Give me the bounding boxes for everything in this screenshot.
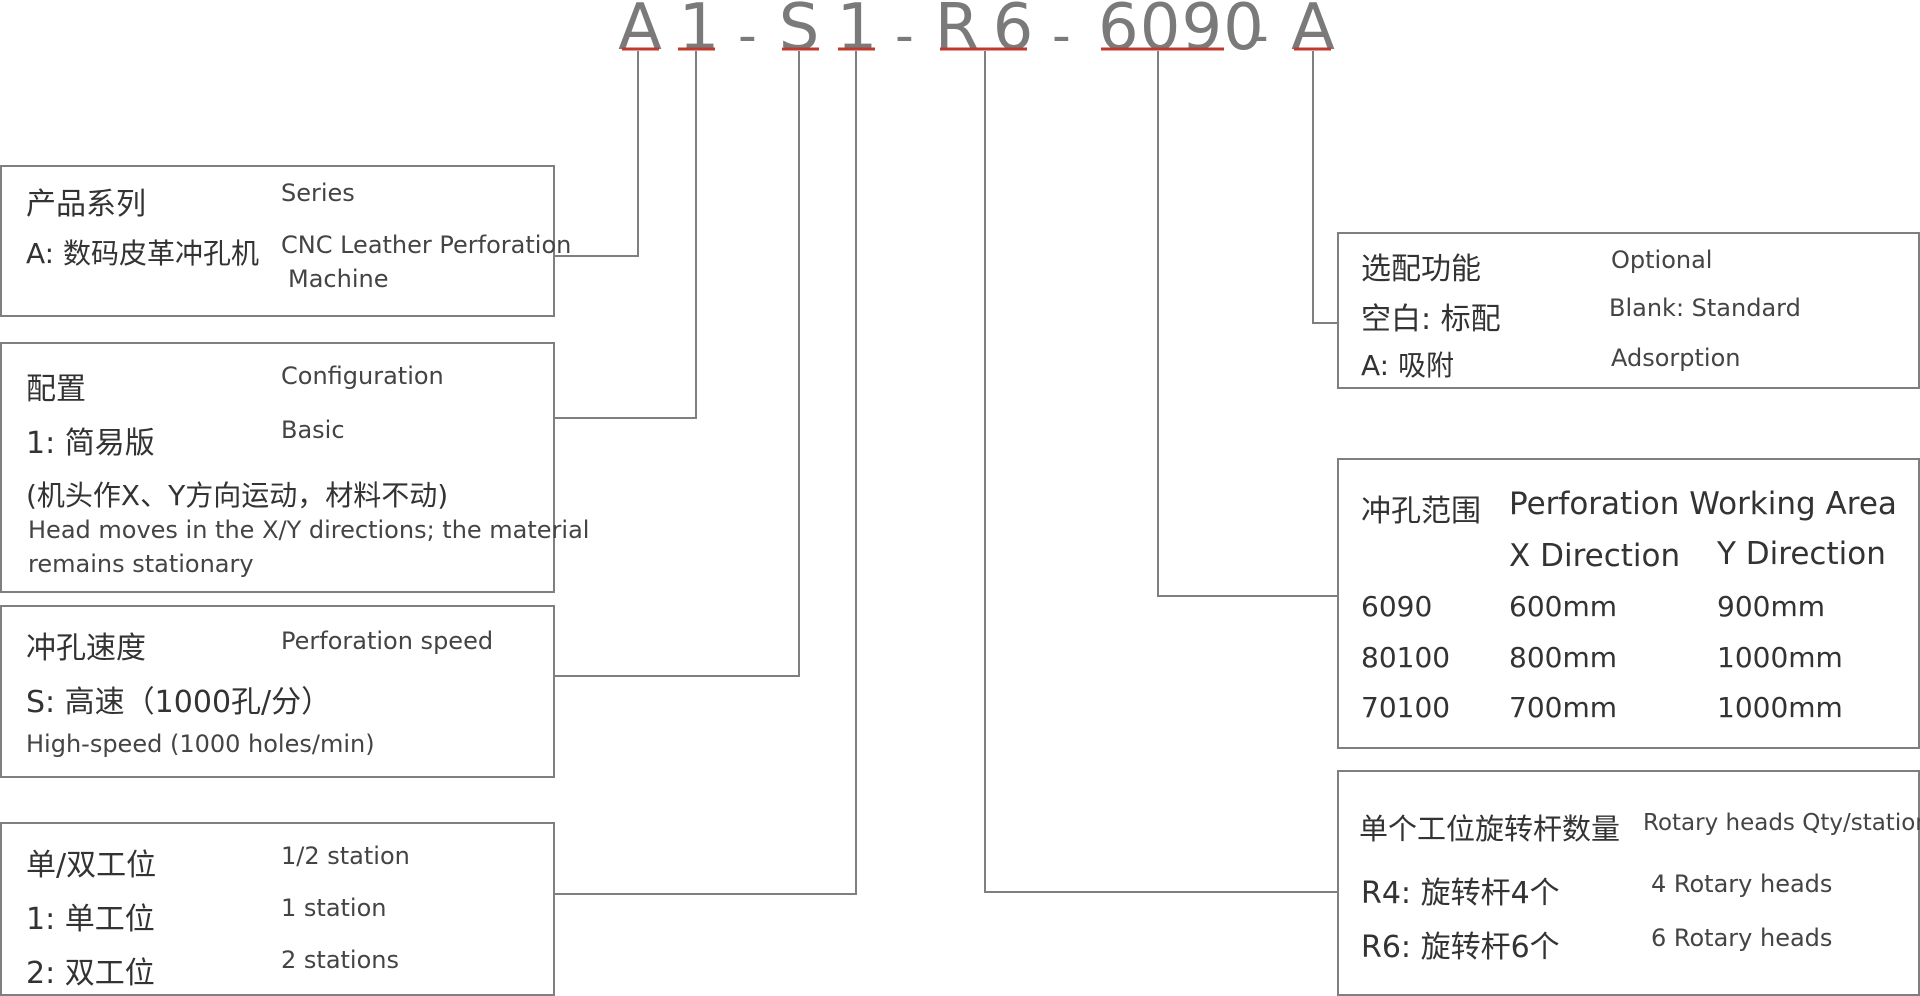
optional-box: 选配功能 Optional 空白: 标配 Blank: Standard A: … <box>1337 232 1920 389</box>
station-box: 单/双工位 1/2 station 1: 单工位 1 station 2: 双工… <box>0 822 555 996</box>
speed-title-zh: 冲孔速度 <box>26 631 146 666</box>
rotary-title-en: Rotary heads Qty/station <box>1643 810 1920 836</box>
code-segment-configuration: 1 <box>678 0 720 65</box>
configuration-title-zh: 配置 <box>26 372 86 407</box>
series-box: 产品系列 Series A: 数码皮革冲孔机 CNC Leather Perfo… <box>0 165 571 317</box>
configuration-item-en: Basic <box>281 416 345 444</box>
speed-title-en: Perforation speed <box>281 627 494 655</box>
code-segment-series: A <box>618 0 662 65</box>
area-row-model: 6090 <box>1361 590 1433 623</box>
rotary-item2-zh: R6: 旋转杆6个 <box>1361 930 1560 965</box>
area-title-en: Perforation Working Area <box>1509 486 1897 522</box>
code-separator: - <box>1052 6 1071 66</box>
connector-speed <box>554 51 800 677</box>
area-row-y: 1000mm <box>1717 691 1843 724</box>
area-row-model: 70100 <box>1361 691 1451 724</box>
configuration-item-zh: 1: 简易版 <box>26 426 155 461</box>
configuration-title-en: Configuration <box>281 362 444 390</box>
speed-item-en: High-speed (1000 holes/min) <box>26 730 375 758</box>
connector-series <box>554 51 639 257</box>
area-col-x: X Direction <box>1509 538 1681 574</box>
station-item1-zh: 1: 单工位 <box>26 902 155 937</box>
code-segment-rotary-number: 6 <box>992 0 1034 65</box>
rotary-item1-zh: R4: 旋转杆4个 <box>1361 876 1560 911</box>
optional-item2-zh: A: 吸附 <box>1361 349 1454 382</box>
area-row-y: 900mm <box>1717 590 1825 623</box>
series-title-en: Series <box>281 179 355 207</box>
series-item-en-1: CNC Leather Perforation <box>281 231 572 259</box>
station-item1-en: 1 station <box>281 894 387 922</box>
optional-item1-zh: 空白: 标配 <box>1361 302 1501 337</box>
series-item-en-2: Machine <box>288 265 389 293</box>
area-title-zh: 冲孔范围 <box>1361 494 1481 529</box>
connector-area <box>1157 51 1340 597</box>
speed-box: 冲孔速度 Perforation speed S: 高速（1000孔/分） Hi… <box>0 605 555 778</box>
configuration-note-zh: (机头作X、Y方向运动，材料不动) <box>26 479 449 512</box>
code-separator: - <box>1250 6 1269 66</box>
code-separator: - <box>895 6 914 66</box>
area-row-x: 700mm <box>1509 691 1617 724</box>
station-title-en: 1/2 station <box>281 842 410 870</box>
series-item-zh: A: 数码皮革冲孔机 <box>26 237 259 270</box>
optional-title-zh: 选配功能 <box>1361 252 1481 287</box>
rotary-box: 单个工位旋转杆数量 Rotary heads Qty/station R4: 旋… <box>1337 770 1920 996</box>
rotary-item2-en: 6 Rotary heads <box>1651 924 1833 952</box>
optional-item2-en: Adsorption <box>1611 344 1741 372</box>
working-area-box: 冲孔范围 Perforation Working Area X Directio… <box>1337 458 1920 749</box>
connector-station <box>554 51 857 895</box>
code-separator: - <box>738 6 757 66</box>
series-title-zh: 产品系列 <box>26 187 146 222</box>
rotary-title-zh: 单个工位旋转杆数量 <box>1359 812 1621 846</box>
configuration-note-en-2: remains stationary <box>28 550 254 578</box>
optional-item1-en: Blank: Standard <box>1609 294 1801 322</box>
optional-title-en: Optional <box>1611 246 1713 274</box>
area-row-x: 800mm <box>1509 641 1617 674</box>
code-segment-rotary-letter: R <box>934 0 980 65</box>
configuration-box: 配置 Configuration 1: 简易版 Basic (机头作X、Y方向运… <box>0 342 589 593</box>
station-item2-en: 2 stations <box>281 946 399 974</box>
area-row-y: 1000mm <box>1717 641 1843 674</box>
connector-optional <box>1312 51 1338 324</box>
connector-configuration <box>554 51 697 419</box>
area-row-model: 80100 <box>1361 641 1451 674</box>
station-title-zh: 单/双工位 <box>26 848 157 883</box>
rotary-item1-en: 4 Rotary heads <box>1651 870 1833 898</box>
speed-item-zh: S: 高速（1000孔/分） <box>26 685 332 720</box>
station-item2-zh: 2: 双工位 <box>26 956 155 991</box>
connector-rotary <box>984 51 1338 893</box>
area-col-y: Y Direction <box>1717 536 1886 572</box>
area-row-x: 600mm <box>1509 590 1617 623</box>
configuration-note-en-1: Head moves in the X/Y directions; the ma… <box>28 516 590 544</box>
